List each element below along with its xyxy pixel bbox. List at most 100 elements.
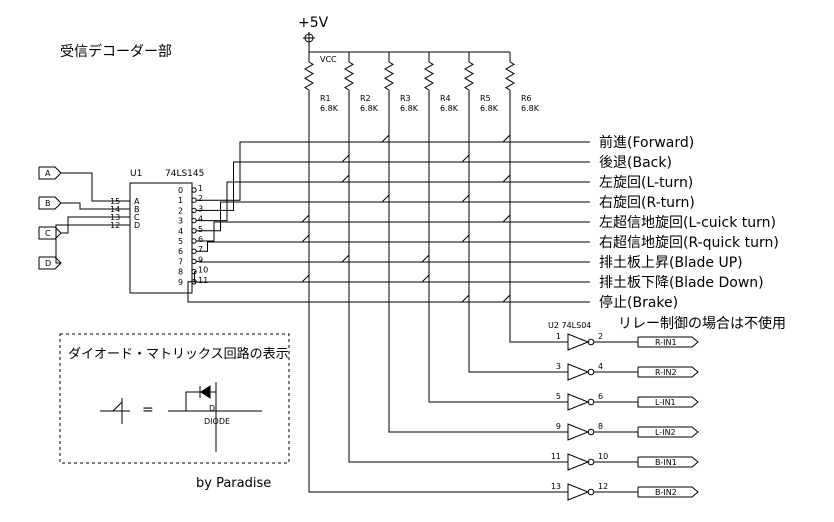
- inverter-input-pin: 9: [556, 422, 561, 431]
- matrix-diode: [421, 254, 430, 263]
- inverter-output-pin: 6: [598, 392, 603, 401]
- decoder-output-index: 8: [178, 268, 183, 277]
- resistor-value: 6.8K: [320, 104, 339, 113]
- decoder-output-pin-number: 3: [198, 204, 203, 213]
- decoder-output-pin-number: 10: [198, 266, 208, 275]
- resistor-ref: R6: [521, 94, 532, 103]
- command-label: 排土板上昇(Blade UP): [599, 255, 743, 271]
- bus-column: [468, 90, 568, 373]
- matrix-diode: [301, 214, 310, 223]
- output-terminal-label: B-IN2: [655, 488, 677, 497]
- decoder-output-pin-number: 6: [198, 235, 203, 244]
- decoder-input-pin-number: 14: [110, 205, 120, 214]
- decoder-output-index: 9: [178, 278, 183, 287]
- resistor-ref: R2: [360, 94, 371, 103]
- credit: by Paradise: [196, 476, 271, 491]
- vcc-label: VCC: [320, 55, 337, 64]
- resistor-symbol: [464, 61, 474, 91]
- wiring: [38, 32, 699, 501]
- inverter-output-pin: 4: [598, 362, 603, 371]
- matrix-diode: [502, 214, 511, 223]
- matrix-diode: [502, 134, 511, 143]
- decoder-input-pin-number: 13: [110, 213, 120, 222]
- output-bubble: [191, 187, 197, 193]
- matrix-diode: [461, 154, 470, 163]
- decoder-output-wire: [196, 241, 590, 252]
- decoder-output-pin-number: 4: [198, 215, 203, 224]
- decoder-input-name: C: [134, 213, 140, 222]
- inverter-gate: [567, 333, 590, 351]
- decoder-output-index: 0: [178, 186, 183, 195]
- command-label: 後退(Back): [599, 155, 672, 171]
- decoder-output-index: 3: [178, 217, 183, 226]
- output-terminal-label: B-IN1: [655, 458, 677, 467]
- resistor-value: 6.8K: [400, 104, 419, 113]
- resistor-symbol: [505, 61, 515, 91]
- input-wire: [61, 172, 130, 202]
- matrix-diode: [301, 234, 310, 243]
- legend-diode-mark: [112, 401, 123, 412]
- input-wire: [61, 202, 130, 210]
- legend-box: [59, 333, 290, 464]
- legend-diode-label: DIODE: [204, 417, 230, 426]
- inverter-output-pin: 10: [598, 452, 608, 461]
- relay-note: リレー制御の場合は不使用: [618, 315, 786, 332]
- output-terminal-label: L-IN1: [655, 398, 676, 407]
- command-labels: 前進(Forward)後退(Back)左旋回(L-turn)右旋回(R-turn…: [599, 134, 779, 311]
- inverter-gate: [567, 423, 590, 441]
- inverter-input-pin: 11: [551, 452, 561, 461]
- resistor-ref: R5: [480, 94, 491, 103]
- diagram-title: 受信デコーダー部: [60, 43, 172, 60]
- decoder-output-index: 6: [178, 247, 183, 256]
- command-label: 右旋回(R-turn): [599, 195, 695, 211]
- matrix-diode: [502, 294, 511, 303]
- command-label: 停止(Brake): [599, 294, 678, 311]
- inverter-output-pin: 8: [598, 422, 603, 431]
- command-label: 排土板下降(Blade Down): [599, 275, 764, 291]
- decoder-output-pin-number: 1: [198, 184, 203, 193]
- resistor-value: 6.8K: [360, 104, 379, 113]
- resistor-ref: R3: [400, 94, 411, 103]
- input-terminal: [38, 166, 62, 180]
- bus-column: [388, 90, 568, 433]
- matrix-diode: [461, 234, 470, 243]
- decoder-output-wire: [196, 141, 590, 201]
- inverter-gate: [567, 483, 590, 501]
- decoder-output-wire: [196, 201, 590, 232]
- output-terminal: [637, 456, 699, 468]
- inverter-gate: [567, 453, 590, 471]
- input-terminal: [38, 256, 62, 270]
- matrix-diode: [381, 134, 390, 143]
- command-label: 左旋回(L-turn): [599, 175, 693, 191]
- decoder-input-pin-number: 12: [110, 221, 120, 230]
- inverter-bubble: [587, 338, 595, 346]
- matrix-diode: [421, 274, 430, 283]
- inverter-bubble: [587, 488, 595, 496]
- decoder-output-index: 4: [178, 227, 183, 236]
- bus-column: [348, 90, 568, 463]
- decoder-part: 74LS145: [165, 169, 204, 179]
- output-terminal: [637, 366, 699, 378]
- decoder-output-wire: [196, 181, 590, 222]
- inverter-gate: [567, 393, 590, 411]
- resistor-symbol: [304, 61, 314, 91]
- inverter-ic-label: U2 74LS04: [548, 321, 591, 330]
- inverter-input-pin: 3: [556, 362, 561, 371]
- matrix-diode: [461, 194, 470, 203]
- decoder-output-wire: [196, 221, 590, 242]
- inverter-output-pin: 12: [598, 482, 608, 491]
- decoder-output-wire: [194, 271, 590, 283]
- matrix-diode: [341, 254, 350, 263]
- decoder-output-pin-number: 7: [198, 245, 203, 254]
- output-terminal: [637, 396, 699, 408]
- decoder-output-index: 1: [178, 196, 183, 205]
- resistor-symbol: [384, 61, 394, 91]
- decoder-output-pin-number: 9: [198, 255, 203, 264]
- supply-label: +5V: [298, 15, 329, 31]
- resistor-symbol: [344, 61, 354, 91]
- legend-d-label: D: [209, 404, 215, 413]
- decoder-input-pin-number: 15: [110, 197, 120, 206]
- input-terminal-label: A: [45, 169, 51, 178]
